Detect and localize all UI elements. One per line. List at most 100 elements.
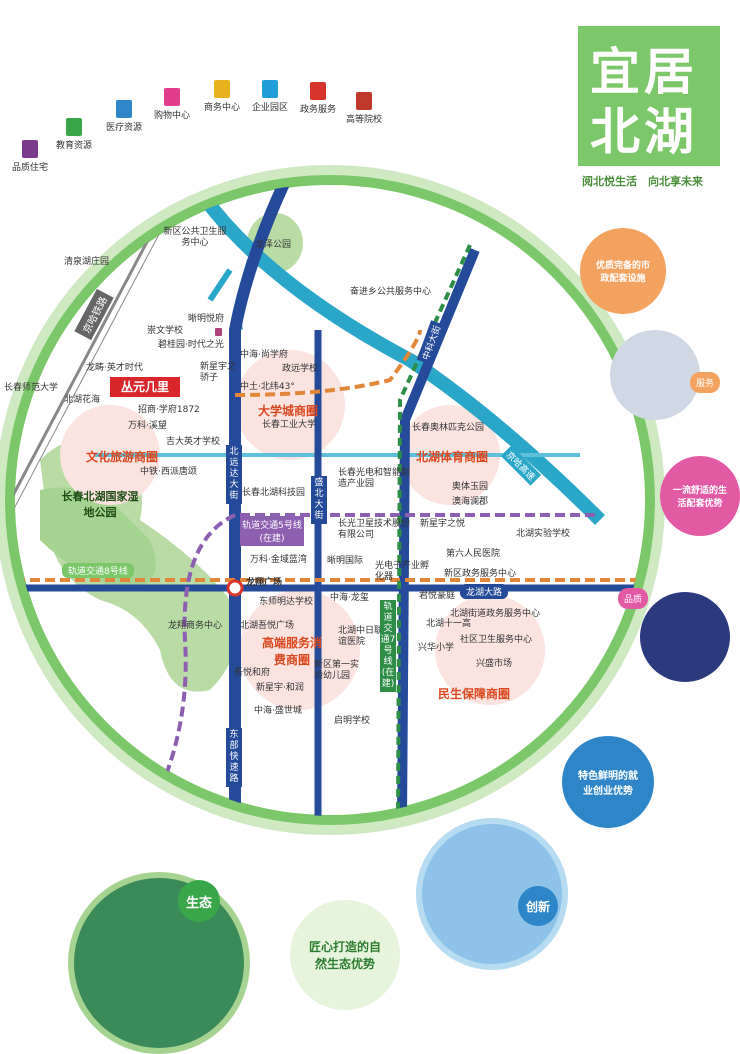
place-beihu-wetland: 长春北湖国家湿地公园 <box>61 490 139 519</box>
quality-bubble-text: 一流舒适的生活配套优势 <box>672 486 727 509</box>
metro-line7: 轨道交通7号线(在建) <box>380 600 396 692</box>
house-icon <box>22 140 38 158</box>
place-aotiyu: 奥体玉园 <box>452 482 489 492</box>
place-chunwen: 崇文学校 <box>147 326 184 336</box>
place-xinghua: 兴华小学 <box>418 643 455 653</box>
project-marker[interactable]: 丛元几里 <box>110 377 180 397</box>
quality-tag: 品质 <box>618 588 649 609</box>
place-shequ: 社区卫生服务中心 <box>460 635 533 645</box>
place-qiming: 启明学校 <box>334 716 371 726</box>
service-bubble: 优质完备的市政配套设施 <box>580 228 666 314</box>
service-bubble-text: 优质完备的市政配套设施 <box>595 261 650 284</box>
metro-line5: 轨道交通5号线(在建) <box>240 516 304 546</box>
place-beihu-jiayue: 北湖吾悦广场 <box>240 621 295 631</box>
eco-bubble-text: 匠心打造的自然生态优势 <box>308 940 381 971</box>
innovate-tag: 创新 <box>518 886 558 926</box>
place-zhongtie: 中铁·西派唐颂 <box>140 467 197 477</box>
category-business: 商务中心 <box>196 80 248 113</box>
quality-photo <box>640 592 730 682</box>
place-xingsheng: 兴盛市场 <box>476 659 513 669</box>
road-shengbei: 盛北大街 <box>311 476 327 524</box>
category-government: 政务服务 <box>292 82 344 115</box>
category-label: 商务中心 <box>203 103 240 113</box>
place-changguang: 长光卫星技术股份有限公司 <box>338 519 411 540</box>
place-zhengyuan: 政远学校 <box>282 364 319 374</box>
place-dongshi: 东师明达学校 <box>259 597 314 607</box>
category-medical: 医疗资源 <box>98 100 150 133</box>
place-guangdian: 长春光电和智能制造产业园 <box>338 468 411 489</box>
place-xinxingyu-he: 新星宇·和润 <box>256 683 304 693</box>
hospital-icon <box>116 100 132 118</box>
place-keji-park: 长春北湖科技园 <box>242 488 306 498</box>
university-icon <box>356 92 372 110</box>
place-diyi: 新区第一实验幼儿园 <box>314 660 360 681</box>
place-biguiyuan: 碧桂园·时代之光 <box>158 340 224 350</box>
category-label: 购物中心 <box>153 111 190 121</box>
place-beihu-zhongri: 北湖中日联谊医院 <box>338 626 384 647</box>
category-label: 高等院校 <box>345 115 382 125</box>
zone-daxuecheng: 大学城商圈 <box>258 404 319 418</box>
place-wuyue: 吾悦和府 <box>234 668 271 678</box>
category-label: 政务服务 <box>299 105 336 115</box>
category-education: 教育资源 <box>48 118 100 151</box>
job-bubble-text: 特色鲜明的就业创业优势 <box>578 771 638 797</box>
place-aohai: 澳海澜郡 <box>452 497 489 507</box>
place-fenjin: 奋进乡公共服务中心 <box>350 287 432 297</box>
shopping-icon <box>164 88 180 106</box>
place-xinxingyu-yue: 新星宇之悦 <box>420 519 466 529</box>
eco-bubble: 匠心打造的自然生态优势 <box>290 900 400 1010</box>
place-aolin: 长春奥林匹克公园 <box>412 423 485 433</box>
category-label: 医疗资源 <box>105 123 142 133</box>
place-zhonghai-sheng: 中海·盛世城 <box>254 706 302 716</box>
place-zhonghai-longxi: 中海·龙玺 <box>330 593 369 603</box>
zone-gaoduan: 高端服务消费商圈 <box>262 636 323 667</box>
place-wanke: 万科·溪望 <box>128 421 167 431</box>
category-shopping: 购物中心 <box>146 88 198 121</box>
place-longze-park: 龙泽公园 <box>255 240 292 250</box>
title-line1: 宜居 <box>590 43 698 101</box>
category-label: 企业园区 <box>251 103 288 113</box>
zone-minsheng: 民生保障商圈 <box>438 687 511 701</box>
place-longchi: 龙畴·英才时代 <box>86 363 143 373</box>
zone-wenhua: 文化旅游商圈 <box>86 450 159 464</box>
park-icon <box>262 80 278 98</box>
category-house: 品质住宅 <box>4 140 56 173</box>
place-jida: 吉大英才学校 <box>166 437 221 447</box>
category-label: 品质住宅 <box>11 163 48 173</box>
metro-line8: 轨道交通8号线 <box>62 563 134 578</box>
place-xinxingyu: 新星宇之骄子 <box>200 362 237 383</box>
place-beihuhuahai: 北湖花海 <box>64 395 101 405</box>
place-guangdianzi: 光电子产业孵化器 <box>375 561 430 582</box>
place-changchun-normal: 长春师范大学 <box>4 383 59 393</box>
title-card <box>578 26 720 166</box>
place-qingquan: 清泉湖庄园 <box>64 257 110 267</box>
place-wanke-jinyu: 万科·金域蓝湾 <box>250 555 307 565</box>
zone-tiyu: 北湖体育商圈 <box>416 450 489 464</box>
place-hospital6: 第六人民医院 <box>446 549 501 559</box>
eco-photo <box>68 872 250 1054</box>
place-zhongtu: 中土·北纬43° <box>240 382 295 392</box>
service-tag: 服务 <box>690 372 721 393</box>
category-university: 高等院校 <box>338 92 390 125</box>
place-longxiang-biz: 龙翔商务中心 <box>168 621 223 631</box>
government-icon <box>310 82 326 100</box>
place-gongye: 长春工业大学 <box>262 420 317 430</box>
category-park: 企业园区 <box>244 80 296 113</box>
road-longhu: 龙湖大路 <box>460 584 509 599</box>
road-beiyuanda: 北远达大街 <box>226 445 242 504</box>
category-label: 教育资源 <box>55 141 92 151</box>
house-icon <box>215 328 222 336</box>
title-slogan: 阅北悦生活 向北享未来 <box>582 175 703 188</box>
quality-bubble: 一流舒适的生活配套优势 <box>660 456 740 536</box>
road-dongbu: 东部快速路 <box>226 728 242 787</box>
place-zhonghai-sxf: 中海·尚学府 <box>240 350 288 360</box>
place-junyue: 君悦豪庭 <box>419 591 456 601</box>
place-zhaoshang: 招商·学府1872 <box>138 405 200 415</box>
job-bubble: 特色鲜明的就业创业优势 <box>562 736 654 828</box>
place-yizhong: 北湖十一高 <box>426 619 472 629</box>
business-icon <box>214 80 230 98</box>
title-line2: 北湖 <box>590 103 698 161</box>
place-ximing: 晰明国际 <box>327 556 364 566</box>
place-xiyue: 晰明悦府 <box>188 314 225 324</box>
